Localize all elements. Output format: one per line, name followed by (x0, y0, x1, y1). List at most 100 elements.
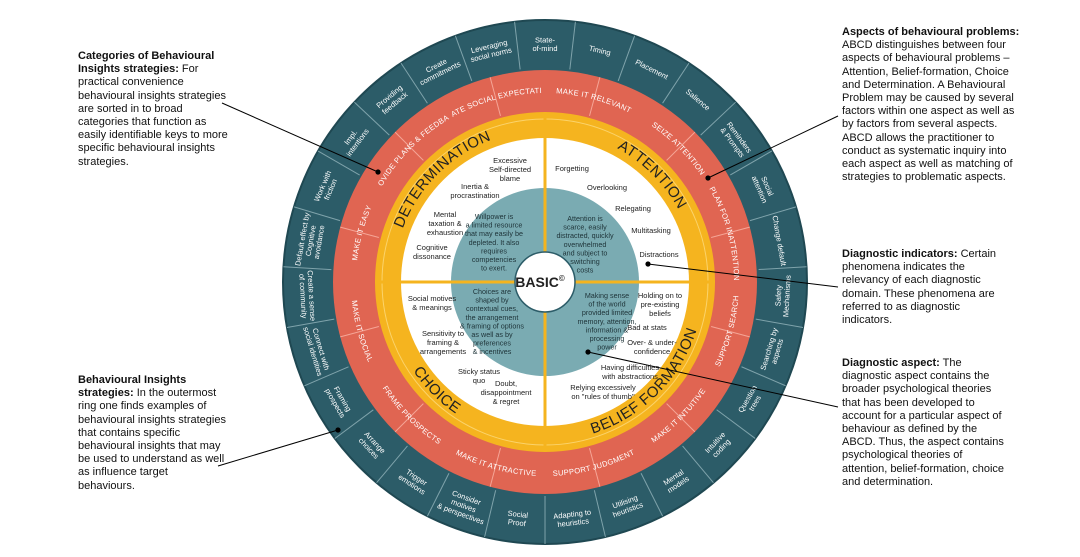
indicator-line: pre-existing (641, 300, 680, 309)
pointer-dot-strategies (335, 427, 341, 433)
strategy-divider (749, 206, 797, 222)
indicator-line: Sticky status (458, 367, 500, 376)
pointer-line-indicators (647, 263, 839, 288)
indicator-line: Cognitive (416, 243, 447, 252)
indicator-line: exhaustion (427, 228, 463, 237)
theory-line: overwhelmed (564, 240, 607, 249)
indicator-line: quo (473, 376, 486, 385)
strategy-divider (662, 62, 690, 104)
annotation-strategies-body: In the outermost ring one finds examples… (78, 387, 226, 492)
indicator-line: Over- & under- (627, 338, 677, 347)
indicator-forgetting: Forgetting (555, 164, 589, 173)
annotation-aspects: Aspects of behavioural problems: ABCD di… (842, 26, 1022, 184)
annotation-aspects-body: ABCD distinguishes between four aspects … (842, 39, 1015, 184)
indicator-inertia-procrastination: Inertia &procrastination (450, 182, 499, 200)
indicator-line: procrastination (450, 191, 499, 200)
indicator-line: beliefs (649, 309, 671, 318)
category-divider (489, 448, 501, 487)
theory-line: information & (586, 325, 629, 334)
indicator-line: Relegating (615, 204, 651, 213)
category-divider (711, 326, 750, 338)
strategy-line: of-mind (532, 44, 557, 53)
strategy-state-of-mind: State-of-mind (532, 35, 557, 53)
pointer-line-aspect (587, 351, 839, 408)
indicator-bad-at-stats: Bad at stats (627, 323, 667, 332)
theory-line: preferences (473, 339, 511, 348)
theory-line: as well as by (471, 330, 513, 339)
category-divider (589, 77, 601, 116)
theory-line: that may easily be (465, 229, 523, 238)
theory-line: shaped by (475, 296, 509, 305)
strategy-divider (569, 21, 576, 70)
theory-line: provided limited (582, 308, 632, 317)
strategy-divider (454, 35, 473, 82)
category-divider (666, 131, 696, 161)
category-divider (340, 226, 379, 238)
strategy-divider (376, 445, 408, 484)
strategy-divider (286, 318, 335, 329)
strategy-divider (293, 206, 341, 222)
strategy-divider (593, 490, 606, 538)
annotation-strategies-title: Behavioural Insights strategies: (78, 374, 187, 400)
indicator-line: & regret (493, 397, 521, 406)
center-label-text: BASIC (515, 274, 559, 290)
strategy-line: State- (535, 35, 556, 44)
annotation-aspect-body: The diagnostic aspect contains the broad… (842, 357, 1005, 488)
indicator-line: disappointment (481, 388, 533, 397)
theory-line: to exert. (481, 264, 507, 273)
theory-line: Making sense (585, 291, 629, 300)
annotation-indicators-body: Certain phenomena indicates the relevanc… (842, 248, 997, 327)
strategy-safety-mechanisms: SafetyMechanisms (773, 274, 793, 317)
theory-line: Attention is (567, 214, 603, 223)
indicator-line: Distractions (639, 250, 678, 259)
strategy-create-a-sense-of-community: Create a senseof community (297, 270, 317, 322)
strategy-line: Safety (773, 284, 783, 306)
center-label: BASIC© (515, 274, 565, 290)
strategy-divider (317, 150, 360, 176)
strategy-divider (716, 409, 756, 439)
strategy-divider (617, 35, 636, 82)
theory-line: requires (481, 246, 507, 255)
category-divider (666, 403, 696, 433)
strategy-divider (700, 101, 736, 136)
theory-line: memory, attention, (578, 317, 637, 326)
strategy-adapting-to-heuristics: Adapting toheuristics (553, 508, 593, 530)
indicator-line: with abstractions (601, 372, 658, 381)
pointer-dot-indicators (645, 261, 651, 267)
indicator-relegating: Relegating (615, 204, 651, 213)
indicator-line: Self-directed (489, 165, 531, 174)
theory-line: a limited resource (466, 221, 523, 230)
indicator-line: Having difficulties (601, 363, 659, 372)
category-divider (589, 448, 601, 487)
indicator-line: Inertia & (461, 182, 489, 191)
strategy-divider (755, 318, 804, 328)
indicator-line: Mental (434, 210, 457, 219)
pointer-line-aspects (707, 115, 839, 179)
strategy-line: Create a sense (306, 270, 318, 321)
strategy-divider (741, 366, 786, 387)
indicator-line: Doubt, (495, 379, 517, 388)
indicator-line: Sensitivity to (422, 329, 464, 338)
category-divider (394, 403, 424, 433)
indicator-line: framing & (427, 338, 459, 347)
theory-line: processing (590, 334, 625, 343)
indicator-distractions: Distractions (639, 250, 678, 259)
indicator-social-motives-meanings: Social motives& meanings (408, 294, 457, 312)
category-divider (394, 131, 424, 161)
category-divider (340, 326, 379, 338)
indicator-line: Bad at stats (627, 323, 667, 332)
indicator-line: blame (500, 174, 520, 183)
indicator-line: dissonance (413, 252, 451, 261)
theory-line: the arrangement (466, 313, 519, 322)
theory-line: power (597, 343, 617, 352)
indicator-line: & meanings (412, 303, 452, 312)
theory-line: Willpower is (475, 212, 514, 221)
theory-line: Choices are (473, 287, 511, 296)
